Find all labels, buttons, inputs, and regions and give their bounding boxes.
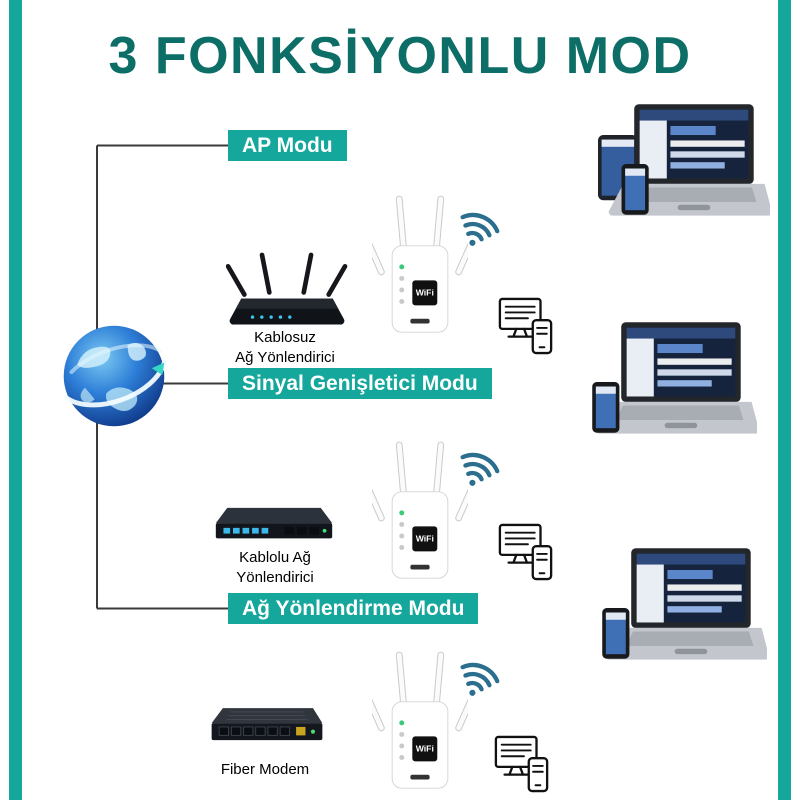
repeater-antennas [372, 441, 468, 522]
phone-image [592, 382, 620, 433]
right-border-bar [778, 0, 791, 800]
source-label-line2: Ağ Yönlendirici [235, 348, 335, 366]
wifi-logo-badge [412, 526, 438, 552]
wifi-signal-icon [460, 212, 500, 246]
client-devices-icon [498, 523, 553, 581]
left-border-bar [9, 0, 22, 800]
laptop-image [608, 104, 770, 216]
wifi-logo-badge [412, 736, 438, 762]
source-label-wired-router: Kablolu Ağ Yönlendirici [200, 548, 350, 587]
mode-label-router: Ağ Yönlendirme Modu [228, 593, 479, 624]
wired-router-image [215, 507, 333, 539]
repeater-leds [399, 720, 405, 760]
phone-image [621, 164, 649, 215]
client-devices-photo [592, 322, 757, 434]
repeater-leds [399, 264, 405, 304]
source-label-line1: Kablolu Ağ [239, 549, 311, 566]
wifi-signal-icon [460, 662, 500, 696]
wifi-signal-icon [460, 452, 500, 486]
source-label-fiber-modem: Fiber Modem [195, 760, 335, 780]
globe-icon [63, 325, 167, 427]
switch-ports [284, 526, 319, 535]
laptop-image [595, 322, 757, 434]
wifi-logo-text: WiFi [416, 534, 434, 544]
repeater-antennas [372, 195, 468, 276]
source-label-line1: Kablosuz [254, 329, 316, 346]
source-label-line1: Fiber Modem [220, 761, 310, 778]
client-devices-icon [494, 735, 549, 793]
mode-label-extender: Sinyal Genişletici Modu [228, 368, 492, 399]
repeater-bottom-mark [410, 774, 430, 780]
wifi-logo-badge [412, 280, 438, 306]
modem-vents [226, 711, 308, 720]
source-label-line2: Yönlendirici [236, 568, 314, 586]
repeater-device: WiFi [372, 195, 468, 333]
client-devices-icon [498, 297, 553, 355]
repeater-device: WiFi [372, 651, 468, 789]
page-title: 3 FONKSİYONLU MOD [108, 27, 692, 85]
router-leds [250, 315, 292, 319]
repeater-bottom-mark [410, 318, 430, 324]
modem-ports [218, 726, 290, 736]
mode-label-ap: AP Modu [228, 130, 347, 161]
client-devices-photo [598, 104, 770, 216]
repeater-leds [399, 510, 405, 550]
client-devices-photo [602, 548, 767, 660]
laptop-image [605, 548, 767, 660]
router-antennas [226, 252, 348, 297]
repeater-device: WiFi [372, 441, 468, 579]
phone-image [602, 608, 630, 659]
repeater-bottom-mark [410, 564, 430, 570]
source-label-wireless-router: Kablosuz Ağ Yönlendirici [200, 328, 370, 367]
wireless-router-image [226, 252, 348, 325]
fiber-modem-image [211, 708, 323, 741]
wifi-logo-text: WiFi [416, 744, 434, 754]
wifi-logo-text: WiFi [416, 288, 434, 298]
